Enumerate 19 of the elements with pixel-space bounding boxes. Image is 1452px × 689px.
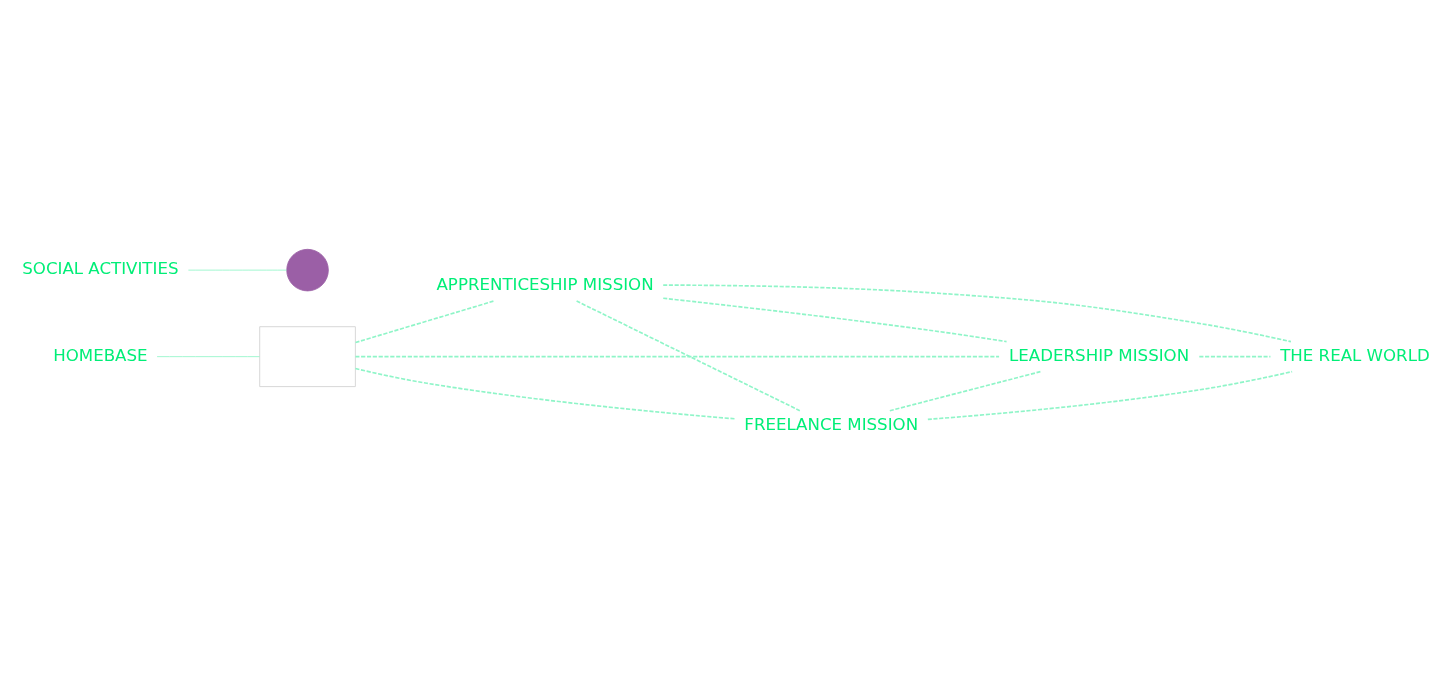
connector	[889, 370, 1042, 412]
node-text: THE REAL WORLD	[1280, 345, 1430, 365]
connector	[354, 367, 736, 420]
node-text: SOCIAL ACTIVITIES	[22, 258, 179, 278]
node-box	[259, 325, 356, 387]
connector	[1198, 355, 1272, 357]
connector	[662, 296, 1008, 342]
node-text: LEADERSHIP MISSION	[1009, 345, 1190, 365]
connector	[575, 299, 801, 411]
node-text: HOMEBASE	[53, 345, 148, 365]
connector	[354, 355, 1000, 357]
node-text: APPRENTICESHIP MISSION	[436, 274, 654, 294]
connector	[156, 355, 260, 357]
node-text: FREELANCE MISSION	[744, 414, 919, 434]
connector	[927, 370, 1293, 420]
connector	[187, 269, 287, 271]
connector	[662, 283, 1292, 342]
connector	[354, 299, 495, 343]
node-circle	[286, 248, 329, 291]
